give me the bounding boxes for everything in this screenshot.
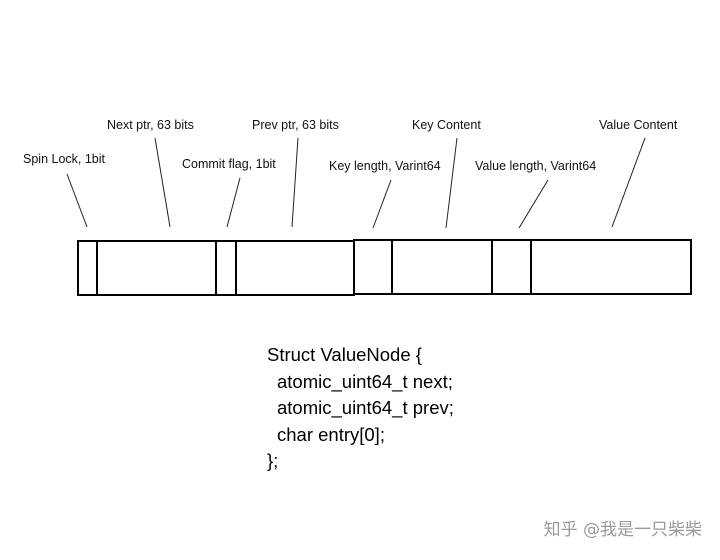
- leader-key-content: [445, 137, 458, 229]
- code-line-5: };: [267, 450, 279, 471]
- leader-spin-lock: [66, 173, 88, 228]
- record-box-b: [353, 239, 493, 295]
- leader-value-length: [518, 179, 549, 229]
- label-value-length: Value length, Varint64: [475, 159, 596, 173]
- code-line-4: char entry[0];: [277, 423, 385, 445]
- record-box-c: [491, 239, 692, 295]
- code-line-3: atomic_uint64_t prev;: [277, 397, 454, 418]
- record-first-half: [77, 240, 355, 296]
- record-key-segment: [353, 239, 493, 295]
- code-line-1: Struct ValueNode {: [267, 344, 422, 365]
- label-prev-ptr: Prev ptr, 63 bits: [252, 118, 339, 132]
- label-value-content: Value Content: [599, 118, 678, 132]
- label-key-length: Key length, Varint64: [329, 159, 441, 173]
- watermark: 知乎 @我是一只柴柴: [543, 520, 702, 540]
- leader-next-ptr: [154, 137, 171, 228]
- leader-key-length: [372, 179, 392, 229]
- leader-prev-ptr: [291, 137, 299, 228]
- leader-commit-flag: [226, 177, 241, 228]
- label-spin-lock: Spin Lock, 1bit: [23, 152, 106, 166]
- label-key-content: Key Content: [412, 118, 481, 132]
- leader-value-content: [611, 137, 646, 228]
- record-value-segment: [491, 239, 692, 295]
- struct-definition: Struct ValueNode { atomic_uint64_t next; a…: [267, 342, 454, 475]
- label-next-ptr: Next ptr, 63 bits: [107, 118, 194, 132]
- label-commit-flag: Commit flag, 1bit: [182, 157, 276, 171]
- code-line-2: atomic_uint64_t next;: [277, 370, 453, 392]
